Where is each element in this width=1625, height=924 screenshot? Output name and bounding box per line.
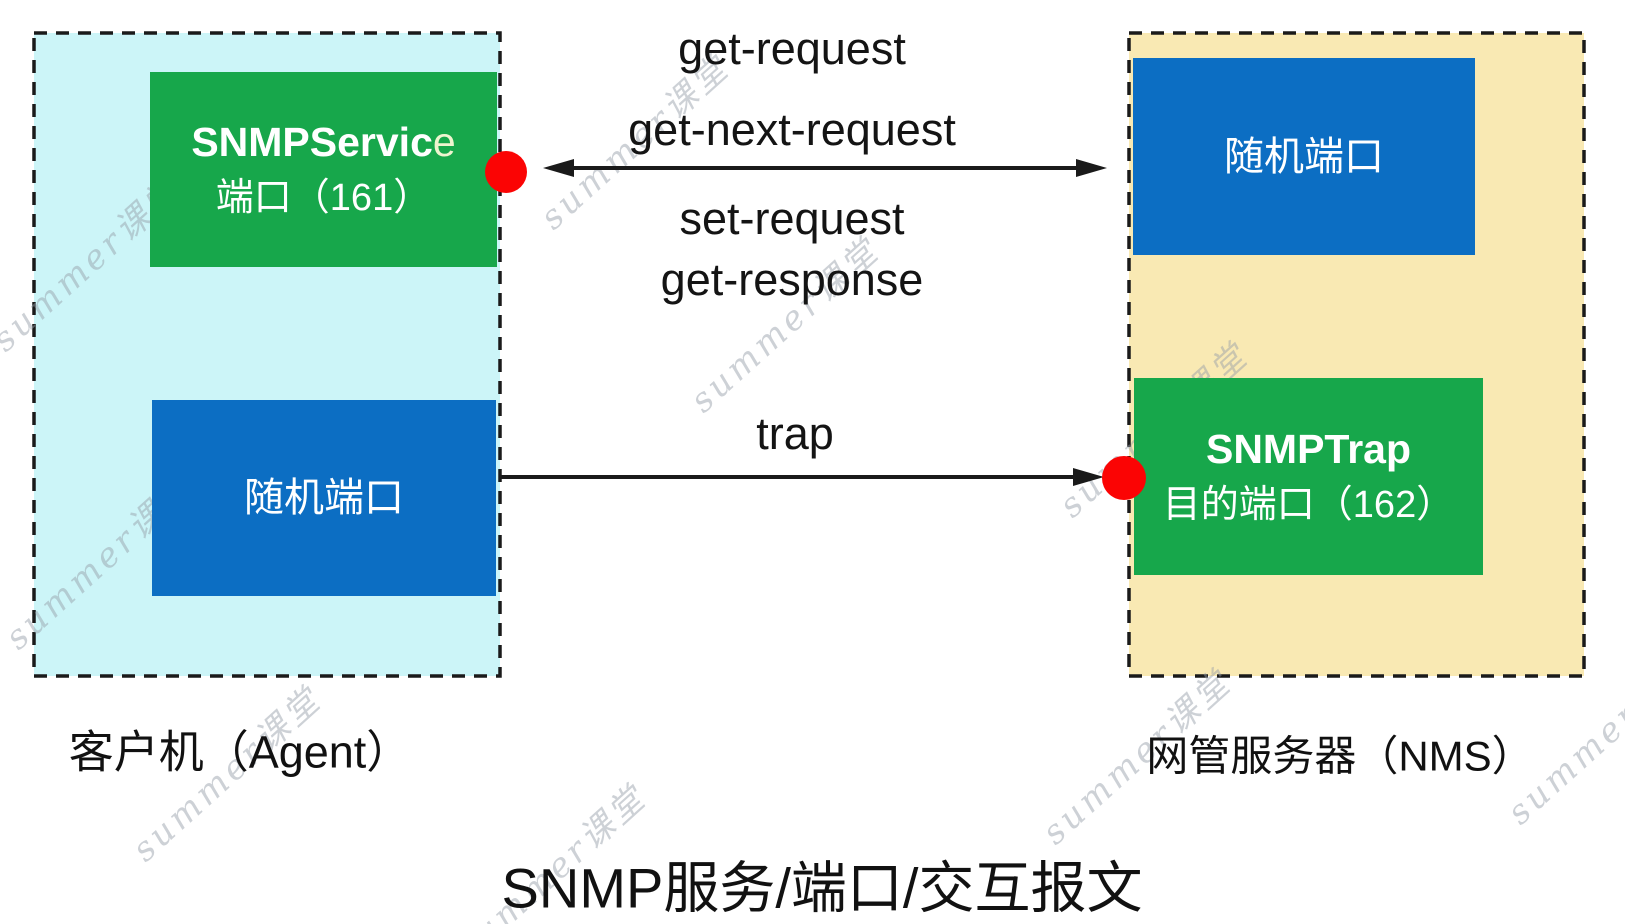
agent-random-port-label: 随机端口 bbox=[244, 476, 404, 520]
snmp-trap-name: SNMPTrap bbox=[1205, 426, 1412, 472]
nms-snmp-trap-box: SNMPTrap 目的端口（162） bbox=[1134, 378, 1483, 575]
nms-caption: 网管服务器（NMS） bbox=[1146, 732, 1534, 780]
msg-get-request: get-request bbox=[678, 23, 906, 74]
snmp-service-port: 端口（161） bbox=[215, 177, 432, 219]
msg-trap: trap bbox=[756, 408, 834, 459]
page-title: SNMP服务/端口/交互报文 bbox=[501, 856, 1143, 920]
snmp-trap-port: 目的端口（162） bbox=[1162, 484, 1455, 526]
msg-get-response: get-response bbox=[660, 254, 924, 305]
snmp-service-name: SNMPService bbox=[191, 119, 456, 165]
agent-snmp-service-box: SNMPService 端口（161） bbox=[150, 72, 497, 267]
nms-random-port-label: 随机端口 bbox=[1224, 134, 1384, 179]
agent-caption: 客户机（Agent） bbox=[68, 726, 412, 778]
nms-random-port-box: 随机端口 bbox=[1133, 58, 1475, 255]
agent-random-port-box: 随机端口 bbox=[152, 400, 496, 596]
msg-get-next-request: get-next-request bbox=[628, 104, 956, 155]
msg-set-request: set-request bbox=[679, 193, 905, 244]
